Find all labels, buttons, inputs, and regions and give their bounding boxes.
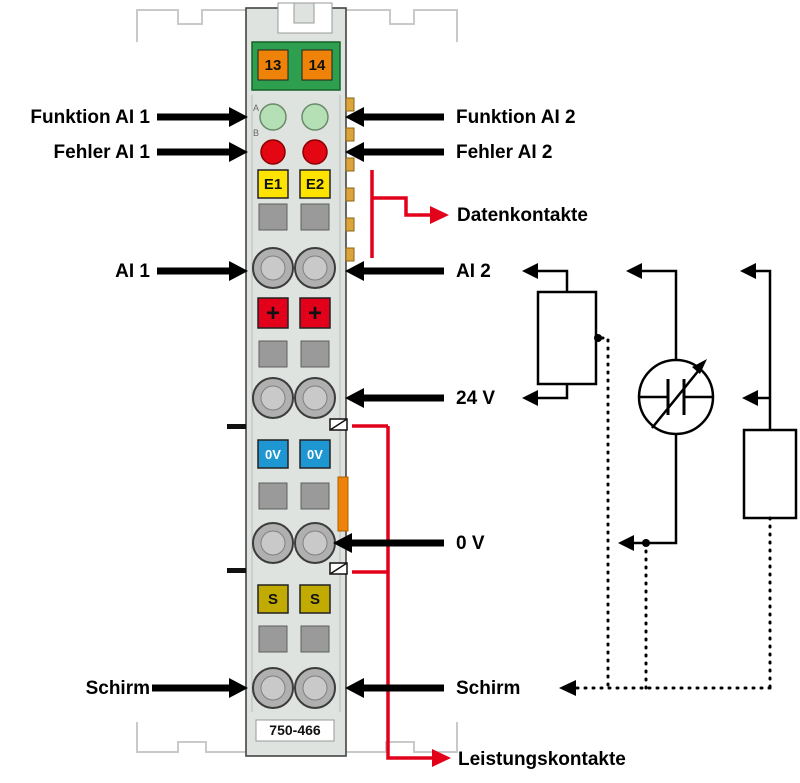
plus-1-label: + [266, 300, 280, 327]
leistungskontakte-arrowhead [432, 749, 451, 767]
plus-markers: + + [257, 297, 331, 329]
left-callout-arrows [152, 107, 248, 698]
fehler-ai2-led [302, 139, 328, 165]
external-circuit [522, 263, 798, 696]
datenkontakte-label: Datenkontakte [457, 205, 588, 226]
ai1-label: AI 1 [115, 261, 150, 282]
schirm-right-label: Schirm [456, 678, 520, 699]
labels: Funktion AI 1 Fehler AI 1 AI 1 Schirm Fu… [30, 107, 626, 770]
funktion-ai1-led [259, 103, 287, 131]
junction-dot-2 [642, 539, 650, 547]
shield-terminals [252, 667, 336, 709]
orange-power-blade [337, 476, 349, 532]
status-leds: A B [253, 103, 329, 165]
channel-markers: E1 E2 [257, 169, 331, 199]
e2-label: E2 [306, 176, 324, 193]
data-contacts-red-line [370, 170, 449, 258]
gray-contacts-row3 [258, 482, 330, 510]
v0-label: 0 V [456, 533, 485, 554]
fehler-ai1-led [260, 139, 286, 165]
v24-label: 24 V [456, 388, 495, 409]
data-contact-tabs [345, 97, 355, 262]
ai-terminals [252, 247, 336, 289]
junction-dot-1 [594, 334, 602, 342]
part-number-plate: 750-466 [255, 719, 335, 742]
power-contacts-red-line [352, 424, 451, 767]
datenkontakte-arrowhead [430, 206, 449, 224]
shield-markers: S S [257, 584, 331, 614]
leistungskontakte-label: Leistungskontakte [458, 749, 626, 770]
terminal-13-label: 13 [265, 57, 282, 74]
transducer-box-1 [536, 290, 598, 386]
ov-2-label: 0V [307, 447, 323, 462]
power-jumper-contacts [227, 418, 348, 575]
e1-label: E1 [264, 176, 282, 193]
s-2-label: S [310, 591, 320, 608]
funktion-ai2-led [301, 103, 329, 131]
transducer-box-2 [742, 428, 798, 520]
terminal-13 [257, 49, 289, 81]
led-channel-b-label: B [253, 128, 259, 138]
ai2-label: AI 2 [456, 261, 491, 282]
power-connector: 13 14 [251, 41, 341, 91]
variable-sensor-symbol [637, 358, 715, 436]
schirm-left-label: Schirm [86, 678, 150, 699]
funktion-ai2-label: Funktion AI 2 [456, 107, 576, 128]
s-1-label: S [268, 591, 278, 608]
led-channel-a-label: A [253, 103, 259, 113]
adjacent-module-outlines [136, 9, 458, 753]
zero-volt-markers: 0V 0V [257, 439, 331, 469]
gray-contacts-row2 [258, 340, 330, 368]
terminal-14-label: 14 [309, 57, 326, 74]
gray-contacts-row4 [258, 625, 330, 653]
part-number: 750-466 [269, 722, 321, 738]
right-callout-arrows [333, 107, 444, 698]
ov-1-label: 0V [265, 447, 281, 462]
io-module: 13 14 A B E1 E2 [227, 2, 355, 757]
terminal-14 [301, 49, 333, 81]
plus-2-label: + [308, 300, 322, 327]
fehler-ai2-label: Fehler AI 2 [456, 142, 552, 163]
gray-contacts-row1 [258, 203, 330, 231]
funktion-ai1-label: Funktion AI 1 [30, 107, 150, 128]
supply-terminals [252, 377, 336, 419]
fehler-ai1-label: Fehler AI 1 [54, 142, 151, 163]
